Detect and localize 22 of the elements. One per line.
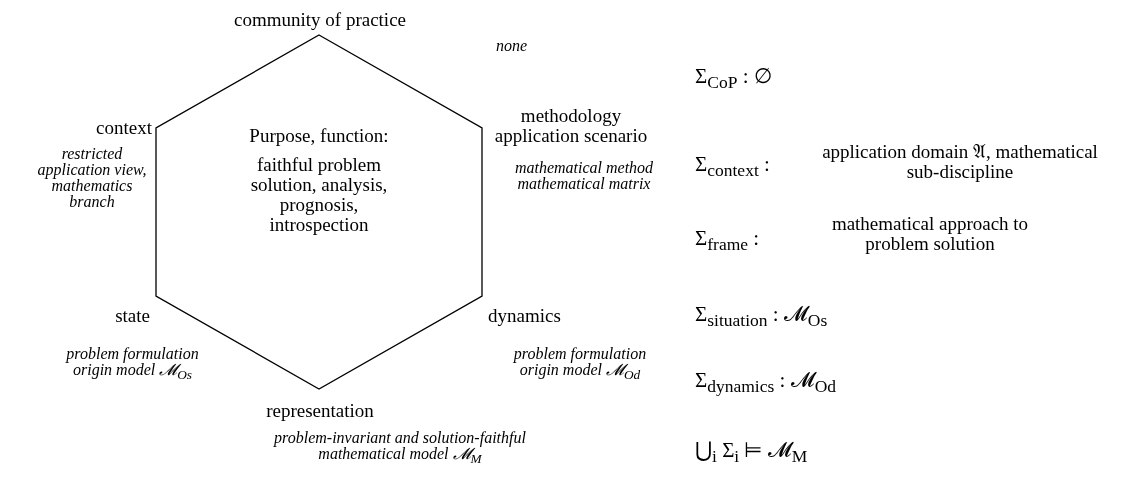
vertex-label: methodology application scenario <box>493 106 649 146</box>
formula: ⋃$_{i}$ Σ$_{i}$ ⊨ 𝓜$_{M}$ <box>695 440 809 467</box>
vertex-label: context <box>95 118 152 138</box>
annotation-text: restricted application view, mathematics branch <box>36 146 148 210</box>
annotation-text: none <box>496 38 529 54</box>
formula: Σ$_{frame}$ : <box>695 228 761 255</box>
vertex-label: dynamics <box>488 306 562 326</box>
vertex-label: representation <box>265 401 375 421</box>
formula: Σ$_{situation}$ : 𝓜$_{Os}$ <box>695 304 829 331</box>
formula-text: application domain 𝔄, mathematical sub-discipline <box>821 142 1099 182</box>
node-text: faithful problem solution, analysis, prognosis, introspection <box>249 155 389 235</box>
annotation-text: problem-invariant and solution-faithful mathematical model 𝓜$_{M}$ <box>272 430 527 468</box>
formula: Σ$_{CoP}$ : ∅ <box>695 66 773 93</box>
annotation-text: problem formulation origin model 𝓜$_{Od}$ <box>512 346 648 384</box>
formula: Σ$_{dynamics}$ : 𝓜$_{Od}$ <box>695 370 838 397</box>
annotation-text: problem formulation origin model 𝓜$_{Os}$ <box>64 346 200 384</box>
formula: Σ$_{context}$ : <box>695 154 771 181</box>
vertex-label: community of practice <box>233 10 407 30</box>
formula-text: mathematical approach to problem solution <box>830 214 1030 254</box>
vertex-label: state <box>114 306 150 326</box>
annotation-text: mathematical method mathematical matrix <box>513 160 655 192</box>
node-heading: Purpose, function: <box>248 126 390 146</box>
